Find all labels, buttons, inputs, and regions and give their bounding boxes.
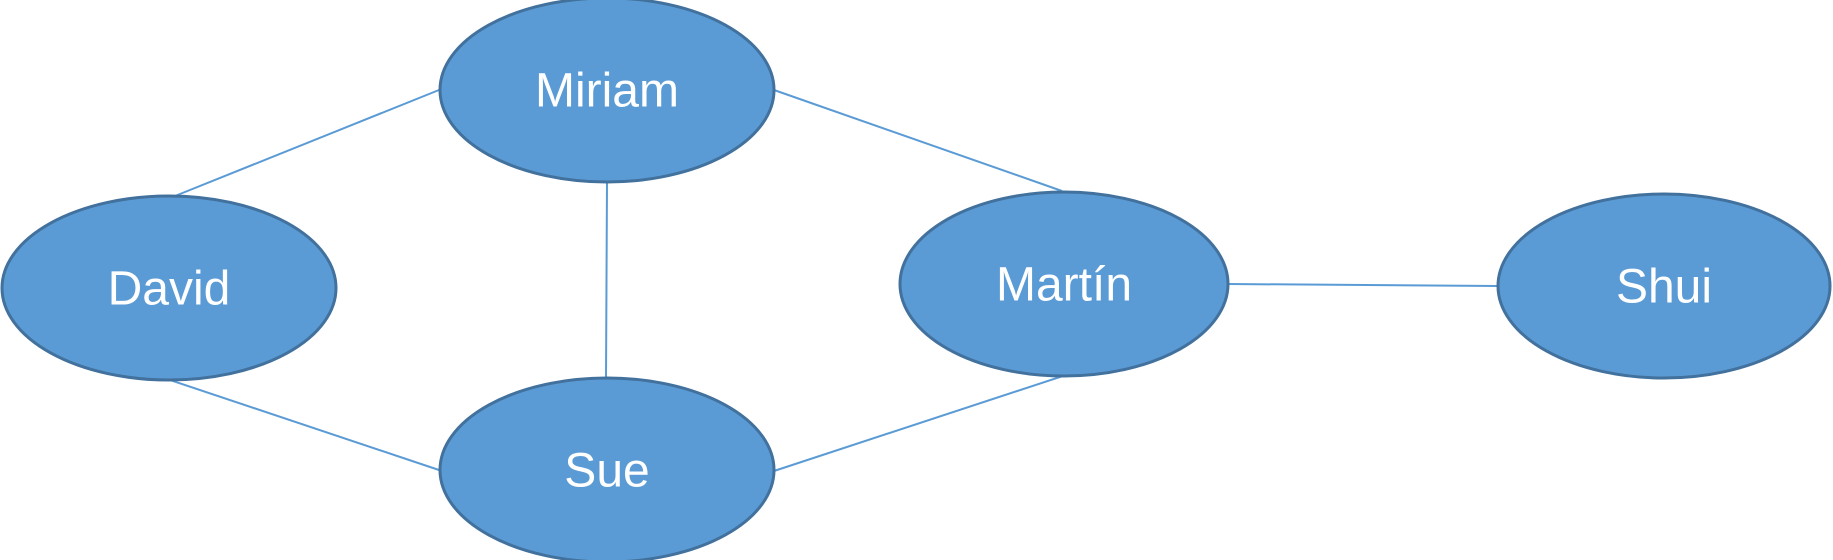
edge-miriam-david [174,89,440,197]
node-sue-label: Sue [564,445,649,498]
node-shui-label: Shui [1616,261,1712,314]
node-david-label: David [108,263,231,316]
node-martin-label: Martín [996,259,1132,312]
node-david-shape [0,194,338,382]
edges-layer [169,89,1498,472]
node-sue: Sue [438,376,776,560]
edge-david-sue [169,379,440,471]
node-david: David [0,194,338,382]
node-martin: Martín [898,190,1230,378]
node-shui-shape [1496,192,1832,380]
node-shui: Shui [1496,192,1832,380]
edge-sue-martin [773,374,1067,472]
node-martin-shape [898,190,1230,378]
node-miriam-shape [438,0,776,184]
node-miriam: Miriam [438,0,776,184]
edge-martin-shui [1227,283,1498,287]
node-sue-shape [438,376,776,560]
edge-miriam-sue [605,181,608,379]
node-miriam-label: Miriam [535,65,679,118]
edge-miriam-martin [773,89,1063,192]
